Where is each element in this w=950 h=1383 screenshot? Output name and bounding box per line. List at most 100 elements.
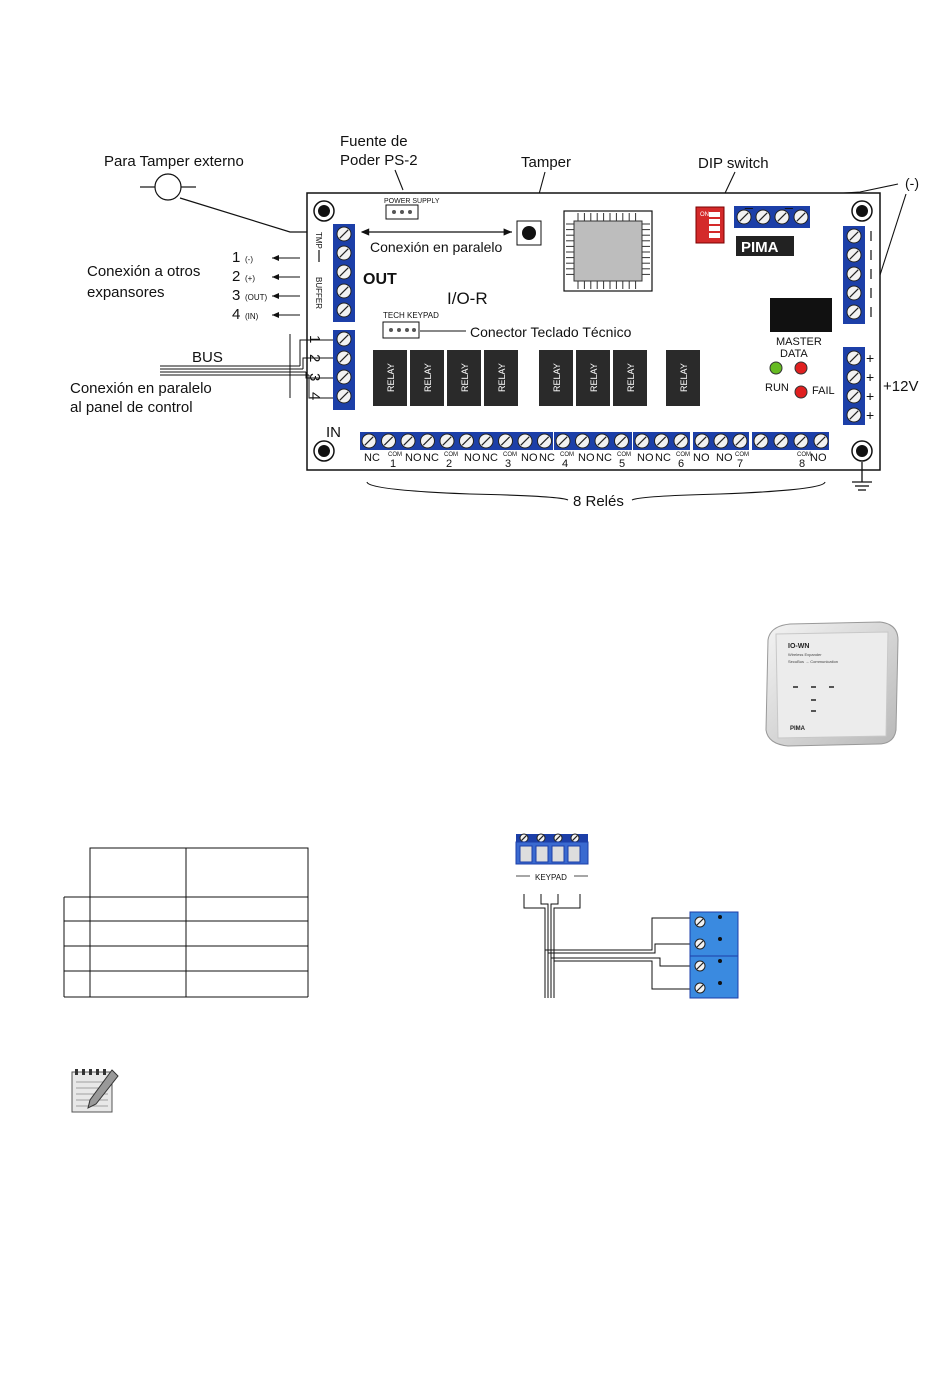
device-subtitle: Wireless Expander xyxy=(788,652,822,657)
relay: RELAY xyxy=(447,350,481,406)
parallel-top-label: Conexión en paralelo xyxy=(370,239,503,255)
out-pin-signal: (+) xyxy=(245,274,255,283)
top-minus-terminal xyxy=(734,206,810,228)
relay-number: 3 xyxy=(505,458,511,470)
out-pin-signal: (IN) xyxy=(245,312,259,321)
relay: RELAY xyxy=(613,350,647,406)
fail-label: FAIL xyxy=(812,385,835,397)
bus-label: BUS xyxy=(192,349,223,366)
neg-label: (-) xyxy=(905,175,919,191)
terminal-label: NC xyxy=(655,452,671,464)
keypad-connector: KEYPAD xyxy=(515,833,589,882)
com-label: COM xyxy=(560,452,574,458)
plus-sign: + xyxy=(866,350,874,366)
relay-number: 5 xyxy=(619,458,625,470)
dip-switch: ON xyxy=(695,206,725,244)
relay-number: 7 xyxy=(737,458,743,470)
expand-label-1: Conexión a otros xyxy=(87,263,200,280)
svg-text:RELAY: RELAY xyxy=(460,363,470,392)
io-wn-device: IO-WN Wireless Expander SecuBus → Commun… xyxy=(765,621,899,747)
svg-text:PIMA: PIMA xyxy=(741,239,779,256)
psu-pointer xyxy=(394,169,404,191)
com-label: COM xyxy=(617,452,631,458)
data-label: DATA xyxy=(780,348,808,360)
run-led xyxy=(769,361,783,375)
right-minus-terminal xyxy=(843,226,865,324)
out-pin-number: 1 xyxy=(232,249,240,266)
svg-text:ON: ON xyxy=(700,212,709,218)
mounting-hole xyxy=(313,200,335,222)
in-pin-number: 4 xyxy=(306,392,323,400)
relay: RELAY xyxy=(484,350,518,406)
psu-label-1: Fuente de xyxy=(340,133,408,150)
relay-number: 6 xyxy=(678,458,684,470)
par-panel-label-2: al panel de control xyxy=(70,399,193,416)
in-terminal xyxy=(333,330,355,410)
relay: RELAY xyxy=(410,350,444,406)
relay-number: 1 xyxy=(390,458,396,470)
relay: RELAY xyxy=(373,350,407,406)
master-label: MASTER xyxy=(776,336,822,348)
out-label: OUT xyxy=(363,271,397,288)
svg-text:RELAY: RELAY xyxy=(679,363,689,392)
com-label: COM xyxy=(676,452,690,458)
device-brand: PIMA xyxy=(790,726,806,732)
power-plus-terminal xyxy=(843,347,865,425)
in-pin-number: 1 xyxy=(306,335,323,343)
par-panel-label-1: Conexión en paralelo xyxy=(70,380,212,397)
keypad-label: KEYPAD xyxy=(535,873,567,882)
pin-table xyxy=(63,847,309,998)
bus-lines xyxy=(160,334,333,399)
out-pin-number: 4 xyxy=(232,306,240,323)
ground-icon xyxy=(852,462,872,491)
com-label: COM xyxy=(444,452,458,458)
terminal-label: NO xyxy=(578,452,595,464)
terminal-label: NO xyxy=(693,452,710,464)
relays-label: 8 Relés xyxy=(573,493,624,510)
relay: RELAY xyxy=(666,350,700,406)
terminal-label: NO xyxy=(405,452,422,464)
model-label: I/O-R xyxy=(447,289,488,308)
device-tagline: SecuBus → Communication xyxy=(788,659,838,664)
out-pin-signal: (OUT) xyxy=(245,293,268,302)
out-pin-number: 3 xyxy=(232,287,240,304)
terminal-label: NO xyxy=(637,452,654,464)
com-label: COM xyxy=(503,452,517,458)
tech-keypad-callout: Conector Teclado Técnico xyxy=(470,324,632,340)
keypad-wiring xyxy=(523,894,690,998)
mounting-hole xyxy=(851,200,873,222)
pima-logo: PIMA xyxy=(736,236,794,256)
terminal-label: NO xyxy=(810,452,827,464)
power-supply-label: POWER SUPPLY xyxy=(384,198,440,205)
device-model: IO-WN xyxy=(788,643,809,650)
svg-text:RELAY: RELAY xyxy=(552,363,562,392)
svg-text:RELAY: RELAY xyxy=(423,363,433,392)
in-pin-number: 3 xyxy=(306,373,323,381)
com-label: COM xyxy=(797,452,811,458)
terminal-label: NC xyxy=(423,452,439,464)
svg-text:RELAY: RELAY xyxy=(386,363,396,392)
terminal-label: NO xyxy=(521,452,538,464)
svg-text:RELAY: RELAY xyxy=(589,363,599,392)
plus12-label: +12V xyxy=(883,378,918,395)
run-label: RUN xyxy=(765,382,789,394)
out-pin-signal: (-) xyxy=(245,255,253,264)
mounting-hole xyxy=(313,440,335,462)
svg-text:_: _ xyxy=(784,193,793,209)
panel-terminal xyxy=(689,911,739,999)
relay: RELAY xyxy=(539,350,573,406)
svg-text:_: _ xyxy=(744,193,753,209)
relay-terminal-strip xyxy=(554,432,632,450)
relays-brace-left xyxy=(366,481,569,501)
data-led xyxy=(794,361,808,375)
fail-led xyxy=(794,385,808,399)
tech-keypad-label: TECH KEYPAD xyxy=(383,311,439,320)
dip-label: DIP switch xyxy=(698,155,769,172)
expand-label-2: expansores xyxy=(87,284,165,301)
tamper-label: Tamper xyxy=(521,154,571,171)
terminal-label: NO xyxy=(716,452,733,464)
relays-brace-right xyxy=(631,481,826,501)
notepad-pencil-icon xyxy=(71,1069,119,1113)
terminal-label: NC xyxy=(482,452,498,464)
